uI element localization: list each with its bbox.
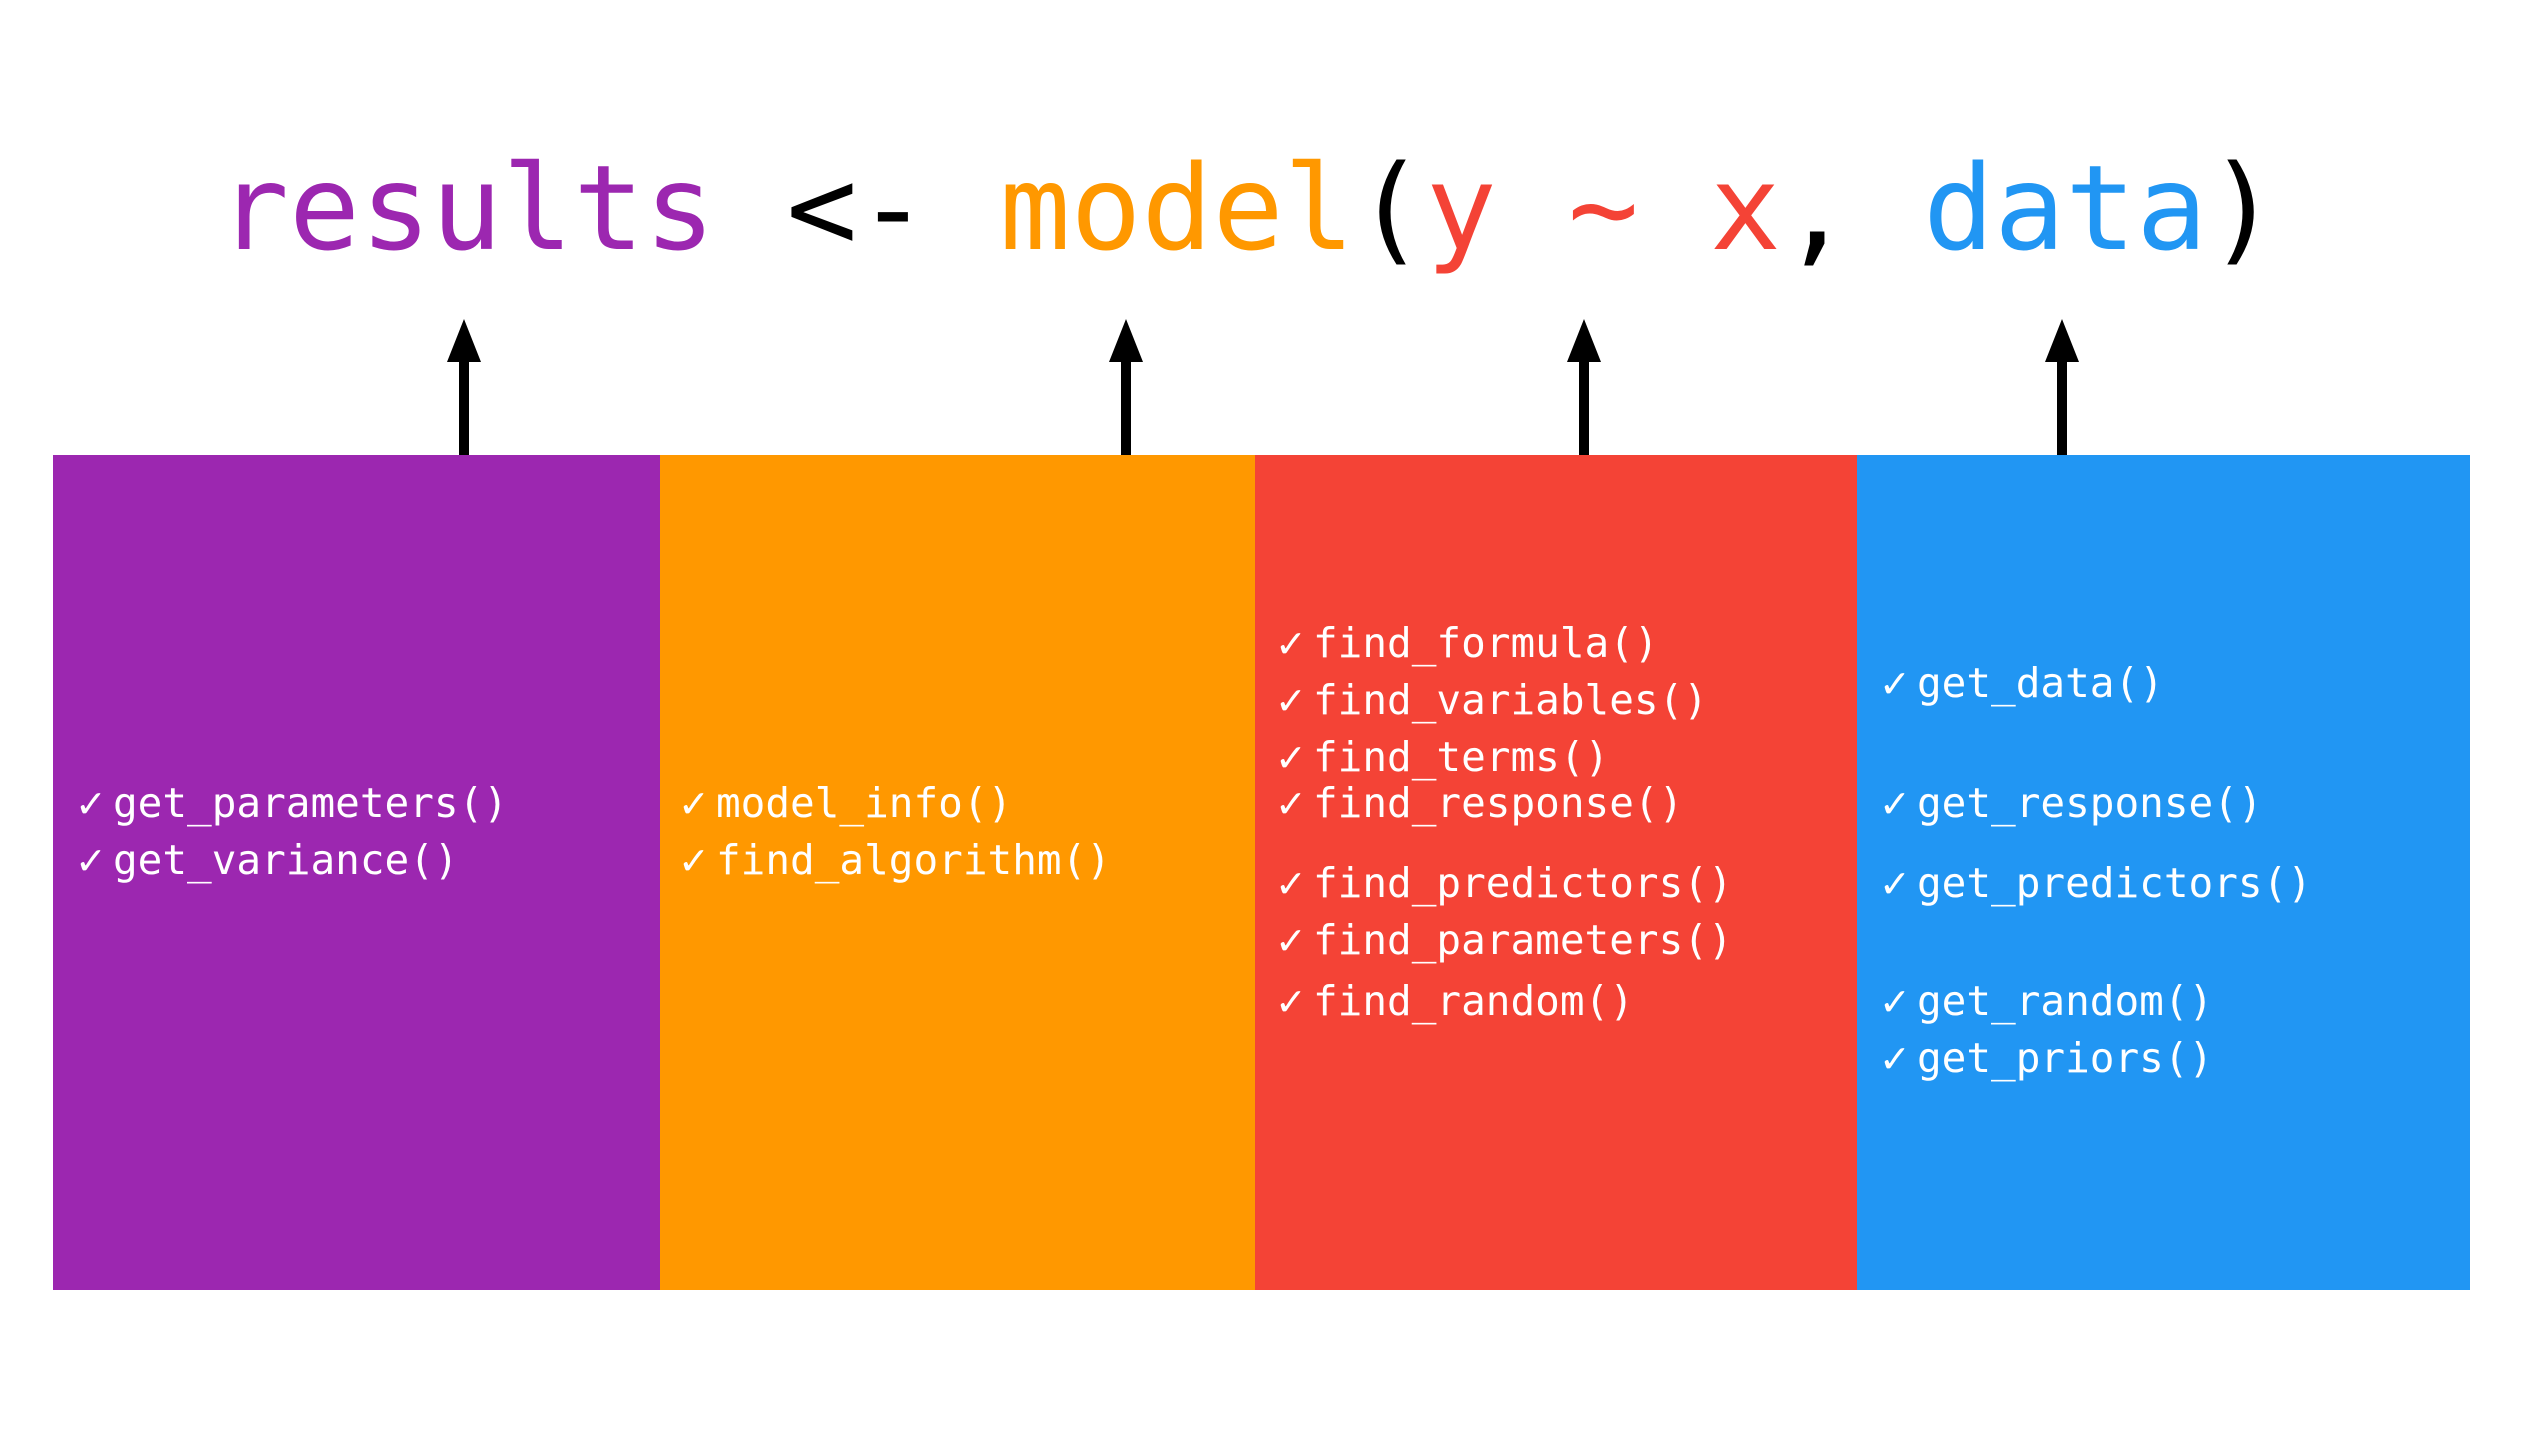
list-item: ✓ find_variables(): [1275, 672, 1857, 729]
check-icon: ✓: [1275, 862, 1307, 906]
list-item: ✓ find_algorithm(): [678, 832, 1255, 889]
token-open-paren: (: [1354, 139, 1426, 277]
list-item: ✓ get_response(): [1879, 775, 2470, 832]
column-results: ✓ get_parameters() ✓ get_variance(): [53, 455, 660, 1290]
function-name: get_variance(): [113, 836, 459, 884]
list-item: ✓ model_info(): [678, 775, 1255, 832]
token-tilde: ~: [1496, 139, 1710, 277]
function-name: find_algorithm(): [716, 836, 1111, 884]
check-icon: ✓: [1879, 662, 1911, 706]
function-name: find_variables(): [1313, 676, 1708, 724]
list-item: ✓ find_predictors(): [1275, 855, 1857, 912]
check-icon: ✓: [1275, 919, 1307, 963]
check-icon: ✓: [1879, 862, 1911, 906]
group-formula-3: ✓ find_predictors() ✓ find_parameters(): [1255, 855, 1857, 969]
token-assign-arrow: <-: [715, 139, 1000, 277]
group-formula-1: ✓ find_formula() ✓ find_variables() ✓ fi…: [1255, 615, 1857, 786]
list-item: ✓ get_random(): [1879, 973, 2470, 1030]
group-data-3: ✓ get_predictors(): [1857, 855, 2470, 912]
arrow-up-results: [434, 317, 494, 467]
arrow-up-model: [1096, 317, 1156, 467]
arrow-up-icon: [447, 319, 481, 467]
function-columns-band: ✓ get_parameters() ✓ get_variance() ✓ mo…: [53, 455, 2470, 1290]
arrow-up-data: [2032, 317, 2092, 467]
list-item: ✓ get_variance(): [75, 832, 660, 889]
list-item: ✓ find_response(): [1275, 775, 1857, 832]
arrow-up-formula: [1554, 317, 1614, 467]
code-expression-title: results <- model ( y ~ x , data ): [218, 118, 2278, 298]
function-name: get_random(): [1917, 977, 2214, 1025]
check-icon: ✓: [1879, 980, 1911, 1024]
check-icon: ✓: [1275, 679, 1307, 723]
token-results: results: [218, 139, 716, 277]
list-item: ✓ find_random(): [1275, 973, 1857, 1030]
token-comma: ,: [1780, 139, 1853, 277]
list-item: ✓ get_parameters(): [75, 775, 660, 832]
function-name: get_predictors(): [1917, 859, 2312, 907]
arrow-up-icon: [2045, 319, 2079, 467]
function-name: find_parameters(): [1313, 916, 1733, 964]
group-formula-4: ✓ find_random(): [1255, 973, 1857, 1030]
group-results-1: ✓ get_parameters() ✓ get_variance(): [53, 775, 660, 889]
token-close-paren: ): [2207, 139, 2279, 277]
group-data-2: ✓ get_response(): [1857, 775, 2470, 832]
check-icon: ✓: [1879, 1037, 1911, 1081]
token-model: model: [999, 139, 1355, 277]
token-space: [1852, 149, 1923, 267]
group-formula-2: ✓ find_response(): [1255, 775, 1857, 832]
column-formula: ✓ find_formula() ✓ find_variables() ✓ fi…: [1255, 455, 1857, 1290]
function-name: find_predictors(): [1313, 859, 1733, 907]
list-item: ✓ get_data(): [1879, 655, 2470, 712]
token-y: y: [1425, 139, 1497, 277]
check-icon: ✓: [1275, 622, 1307, 666]
check-icon: ✓: [1275, 980, 1307, 1024]
function-name: get_response(): [1917, 779, 2263, 827]
arrow-up-icon: [1567, 319, 1601, 467]
check-icon: ✓: [75, 782, 107, 826]
group-data-1: ✓ get_data(): [1857, 655, 2470, 712]
function-name: find_formula(): [1313, 619, 1659, 667]
function-name: get_priors(): [1917, 1034, 2214, 1082]
function-name: get_parameters(): [113, 779, 508, 827]
list-item: ✓ get_predictors(): [1879, 855, 2470, 912]
list-item: ✓ get_priors(): [1879, 1030, 2470, 1087]
function-name: get_data(): [1917, 659, 2164, 707]
list-item: ✓ find_terms(): [1275, 729, 1857, 786]
group-data-4: ✓ get_random() ✓ get_priors(): [1857, 973, 2470, 1087]
column-model: ✓ model_info() ✓ find_algorithm(): [660, 455, 1255, 1290]
check-icon: ✓: [1275, 736, 1307, 780]
function-name: find_terms(): [1313, 733, 1610, 781]
check-icon: ✓: [75, 839, 107, 883]
list-item: ✓ find_parameters(): [1275, 912, 1857, 969]
check-icon: ✓: [678, 782, 710, 826]
function-name: find_random(): [1313, 977, 1634, 1025]
function-name: model_info(): [716, 779, 1013, 827]
check-icon: ✓: [1275, 782, 1307, 826]
token-x: x: [1709, 139, 1781, 277]
check-icon: ✓: [678, 839, 710, 883]
token-data: data: [1923, 139, 2208, 277]
column-data: ✓ get_data() ✓ get_response() ✓ get_pred…: [1857, 455, 2470, 1290]
arrow-up-icon: [1109, 319, 1143, 467]
group-model-1: ✓ model_info() ✓ find_algorithm(): [660, 775, 1255, 889]
function-name: find_response(): [1313, 779, 1684, 827]
check-icon: ✓: [1879, 782, 1911, 826]
list-item: ✓ find_formula(): [1275, 615, 1857, 672]
